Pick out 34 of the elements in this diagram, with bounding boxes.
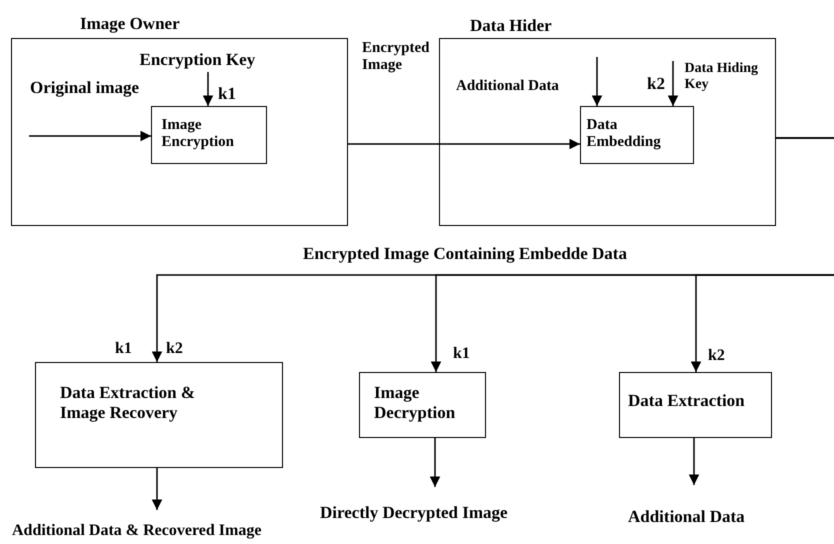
process-label: Image Encryption (162, 116, 232, 151)
arrow (592, 57, 602, 106)
arrow (29, 130, 151, 142)
arrow (348, 138, 580, 150)
key-label: k1 (115, 340, 132, 358)
arrow (690, 137, 834, 372)
output-label: Directly Decrypted Image (320, 487, 550, 527)
output-label: Additional Data (626, 485, 766, 529)
edge-label: Original image (30, 78, 140, 98)
key-label: k2 (708, 347, 725, 366)
process-label: Data Extraction (628, 391, 746, 411)
process-box (580, 106, 694, 164)
process-box (35, 362, 283, 468)
arrow (430, 438, 440, 487)
group-title: Data Hider (470, 16, 552, 36)
key-label: k2 (647, 74, 665, 94)
arrow (202, 72, 214, 106)
process-box (359, 372, 486, 438)
key-label: k2 (166, 340, 183, 358)
key-label: Encryption Key (140, 50, 276, 72)
key-label: k1 (453, 345, 470, 364)
arrow (152, 468, 162, 510)
arrow (688, 438, 700, 485)
process-box (150, 106, 266, 164)
key-label: k1 (218, 84, 236, 104)
process-label: Data Embedding (586, 116, 662, 151)
arrow (668, 61, 678, 106)
process-box (619, 372, 772, 438)
group-title: Image Owner (80, 14, 180, 34)
edge-label: Encrypted Image (362, 40, 432, 74)
key-label: Data Hiding Key (672, 60, 758, 106)
process-label: Data Extraction & Image Recovery (60, 383, 196, 422)
bus-label: Encrypted Image Containing Embedde Data (303, 244, 627, 264)
process-label: Image Decryption (374, 383, 456, 422)
